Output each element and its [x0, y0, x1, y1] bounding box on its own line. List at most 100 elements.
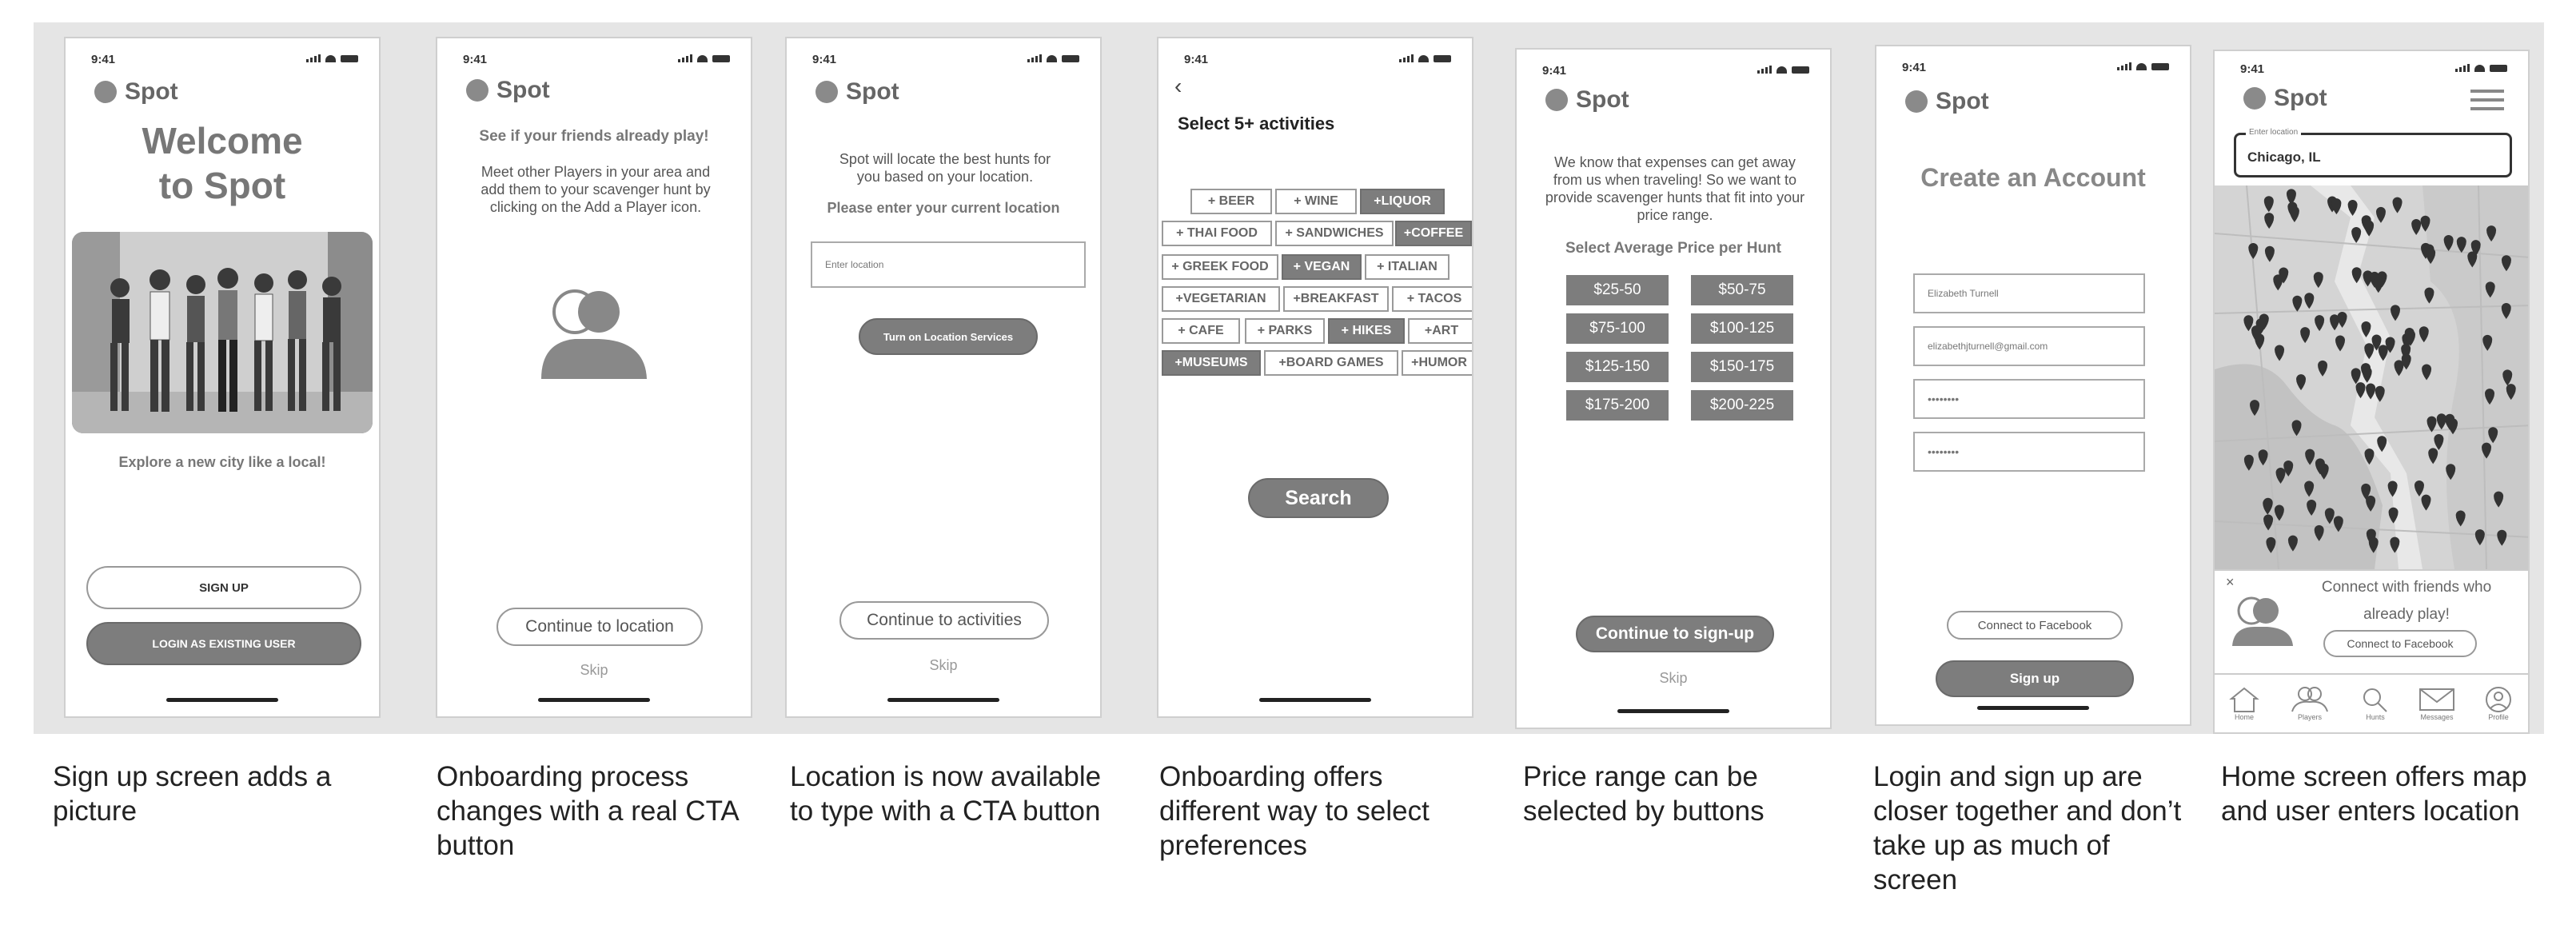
activity-tag[interactable]: + CAFE [1162, 318, 1240, 344]
location-input[interactable]: Enter location [811, 241, 1086, 288]
map-pin-icon[interactable] [2375, 385, 2385, 402]
map-pin-icon[interactable] [2274, 504, 2284, 521]
add-player-icon[interactable] [541, 286, 650, 386]
activity-tag[interactable]: + HIKES [1328, 318, 1405, 344]
map-pin-icon[interactable] [2387, 480, 2398, 497]
map-pin-icon[interactable] [2304, 480, 2315, 497]
map-pin-icon[interactable] [2275, 468, 2286, 484]
map-pin-icon[interactable] [2506, 384, 2516, 401]
map-pin-icon[interactable] [2263, 196, 2274, 213]
map-pin-icon[interactable] [2273, 274, 2283, 291]
map-pin-icon[interactable] [2361, 215, 2371, 232]
activity-tag[interactable]: + WINE [1275, 189, 1357, 214]
map-pin-icon[interactable] [2337, 312, 2347, 329]
map-view[interactable] [2215, 185, 2528, 569]
map-pin-icon[interactable] [2264, 245, 2275, 262]
activity-tag[interactable]: +LIQUOR [1360, 189, 1445, 214]
map-pin-icon[interactable] [2266, 536, 2276, 553]
search-button[interactable]: Search [1248, 478, 1389, 518]
map-pin-icon[interactable] [2394, 360, 2404, 377]
activity-tag[interactable]: + THAI FOOD [1162, 221, 1272, 246]
back-icon[interactable]: ‹ [1174, 74, 1182, 98]
map-pin-icon[interactable] [2248, 242, 2259, 259]
map-pin-icon[interactable] [2388, 507, 2399, 524]
price-option[interactable]: $125-150 [1566, 352, 1669, 382]
map-pin-icon[interactable] [2434, 433, 2444, 450]
nav-profile[interactable]: Profile [2482, 686, 2514, 721]
map-pin-icon[interactable] [2455, 510, 2466, 527]
map-pin-icon[interactable] [2446, 464, 2456, 480]
map-pin-icon[interactable] [2331, 198, 2342, 215]
map-pin-icon[interactable] [2300, 327, 2311, 344]
activity-tag[interactable]: + GREEK FOOD [1162, 254, 1278, 280]
map-pin-icon[interactable] [2456, 237, 2466, 253]
map-pin-icon[interactable] [2264, 213, 2275, 229]
email-field[interactable]: elizabethjturnell@gmail.com [1913, 326, 2145, 366]
map-pin-icon[interactable] [2315, 458, 2325, 475]
map-pin-icon[interactable] [2414, 480, 2424, 496]
map-pin-icon[interactable] [2243, 454, 2254, 471]
skip-link[interactable]: Skip [929, 657, 958, 673]
map-pin-icon[interactable] [2279, 267, 2289, 284]
continue-to-signup-button[interactable]: Continue to sign-up [1576, 616, 1774, 652]
map-pin-icon[interactable] [2296, 374, 2307, 391]
price-option[interactable]: $50-75 [1691, 275, 1793, 305]
map-pin-icon[interactable] [2318, 360, 2328, 377]
activity-tag[interactable]: + ITALIAN [1365, 254, 1449, 280]
map-pin-icon[interactable] [2287, 535, 2298, 552]
map-pin-icon[interactable] [2422, 364, 2432, 381]
login-button[interactable]: LOGIN AS EXISTING USER [86, 622, 361, 665]
map-pin-icon[interactable] [2351, 267, 2362, 284]
map-pin-icon[interactable] [2486, 225, 2497, 242]
map-pin-icon[interactable] [2361, 483, 2371, 500]
nav-messages[interactable]: Messages [2418, 686, 2455, 721]
map-pin-icon[interactable] [2390, 536, 2400, 553]
map-pin-icon[interactable] [2313, 272, 2323, 289]
continue-to-location-button[interactable]: Continue to location [496, 608, 703, 646]
map-pin-icon[interactable] [2258, 449, 2268, 466]
map-pin-icon[interactable] [2443, 235, 2454, 252]
map-pin-icon[interactable] [2283, 461, 2294, 477]
skip-link[interactable]: Skip [580, 662, 608, 678]
activity-tag[interactable]: + SANDWICHES [1275, 221, 1394, 246]
map-pin-icon[interactable] [2324, 508, 2335, 524]
hamburger-menu-icon[interactable] [2470, 90, 2504, 110]
activity-tag[interactable]: +BOARD GAMES [1264, 350, 1398, 376]
activity-tag[interactable]: +ART [1408, 318, 1472, 344]
map-pin-icon[interactable] [2373, 277, 2383, 293]
map-pin-icon[interactable] [2426, 416, 2437, 433]
map-pin-icon[interactable] [2305, 449, 2315, 465]
price-option[interactable]: $25-50 [1566, 275, 1669, 305]
map-pin-icon[interactable] [2485, 389, 2495, 405]
activity-tag[interactable]: + TACOS [1392, 286, 1472, 312]
map-pin-icon[interactable] [2250, 400, 2260, 417]
map-pin-icon[interactable] [2304, 293, 2315, 309]
map-pin-icon[interactable] [2482, 442, 2492, 459]
map-pin-icon[interactable] [2426, 248, 2436, 265]
map-pin-icon[interactable] [2333, 516, 2343, 532]
map-pin-icon[interactable] [2364, 343, 2375, 360]
map-pin-icon[interactable] [2420, 215, 2430, 232]
activity-tag[interactable]: +MUSEUMS [1162, 350, 1261, 376]
map-pin-icon[interactable] [2364, 449, 2375, 465]
map-pin-icon[interactable] [2335, 335, 2346, 352]
map-pin-icon[interactable] [2314, 524, 2324, 541]
price-option[interactable]: $150-175 [1691, 352, 1793, 382]
map-pin-icon[interactable] [2291, 420, 2302, 437]
map-pin-icon[interactable] [2243, 315, 2254, 332]
map-pin-icon[interactable] [2392, 197, 2403, 213]
map-pin-icon[interactable] [2424, 287, 2434, 304]
map-pin-icon[interactable] [2361, 321, 2371, 337]
price-option[interactable]: $200-225 [1691, 390, 1793, 421]
map-pin-icon[interactable] [2286, 189, 2296, 205]
map-pin-icon[interactable] [2375, 206, 2386, 223]
map-pin-icon[interactable] [2485, 281, 2495, 298]
price-option[interactable]: $175-200 [1566, 390, 1669, 421]
map-pin-icon[interactable] [2351, 368, 2361, 385]
connect-facebook-button[interactable]: Connect to Facebook [1947, 611, 2123, 640]
map-pin-icon[interactable] [2497, 529, 2507, 546]
location-services-button[interactable]: Turn on Location Services [859, 318, 1038, 355]
map-pin-icon[interactable] [2361, 363, 2371, 380]
password-field[interactable]: •••••••• [1913, 379, 2145, 419]
nav-players[interactable]: Players [2287, 686, 2332, 721]
